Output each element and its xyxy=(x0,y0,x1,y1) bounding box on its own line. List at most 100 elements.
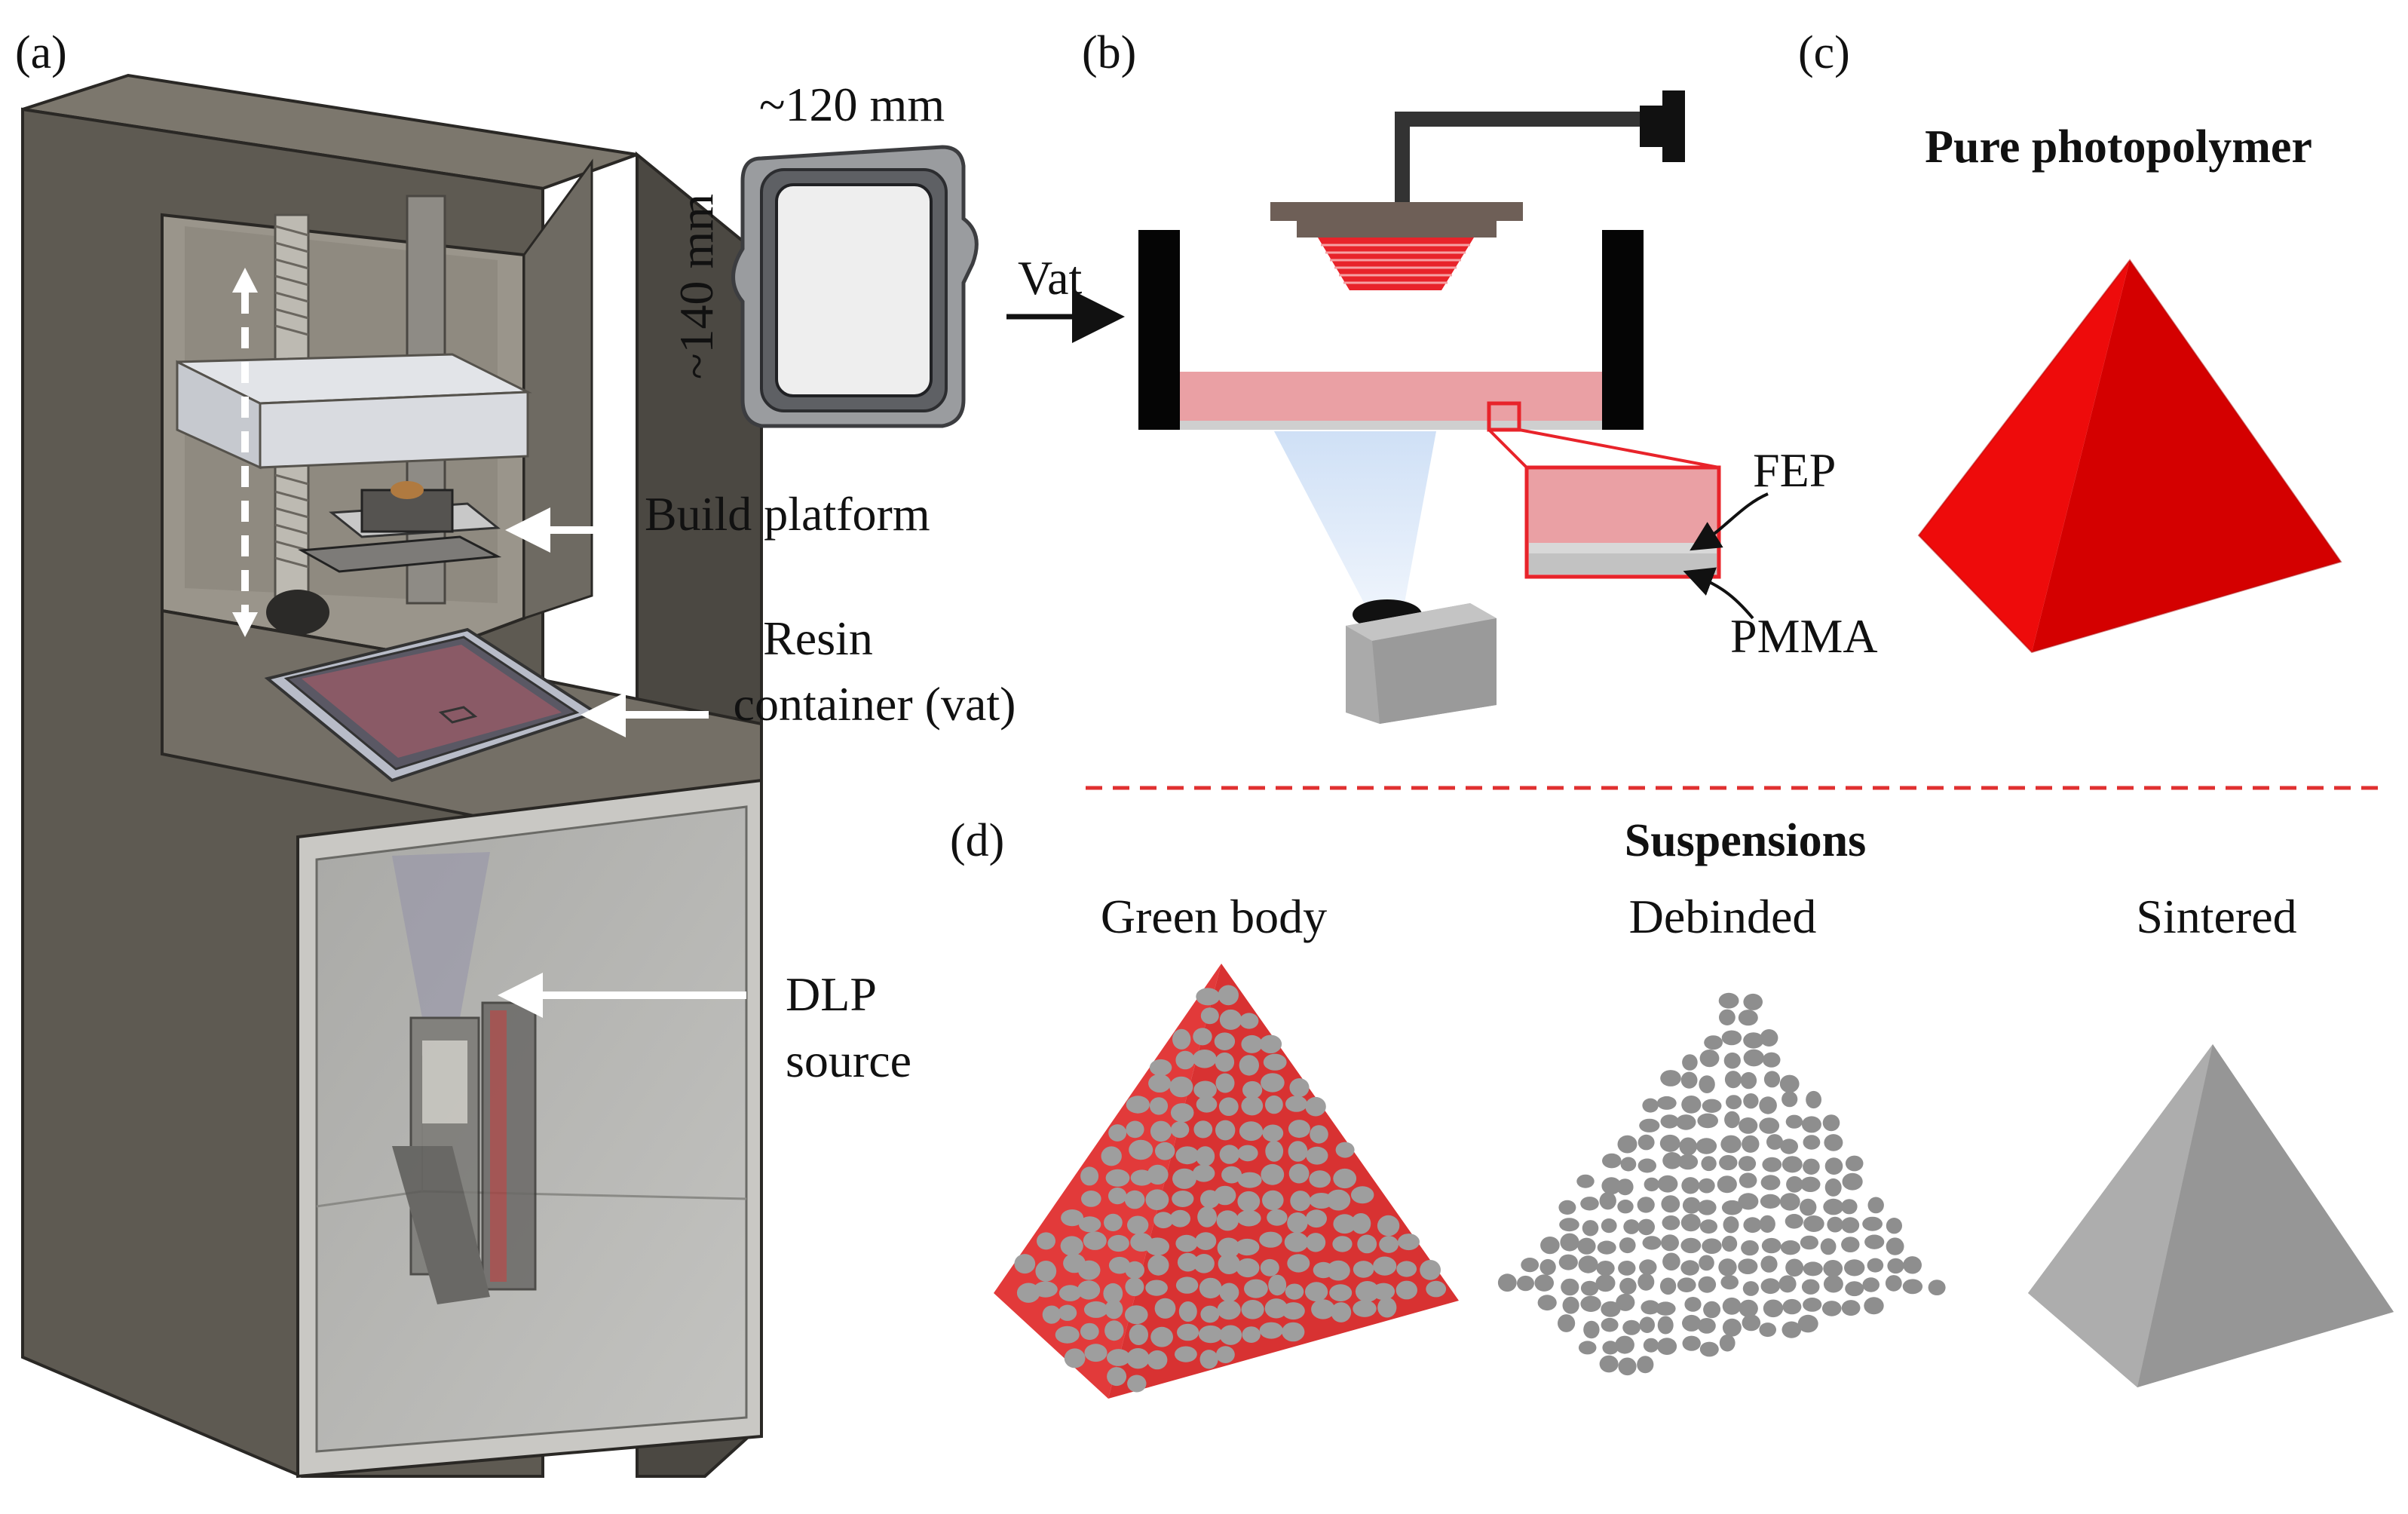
projector-body xyxy=(1346,603,1497,724)
particle xyxy=(1680,1071,1698,1089)
particle xyxy=(1559,1218,1579,1232)
particle xyxy=(1042,1305,1062,1324)
particle xyxy=(1785,1214,1803,1229)
particle xyxy=(1081,1191,1101,1207)
particle xyxy=(1239,1055,1260,1076)
build-plate xyxy=(1270,202,1523,290)
particle xyxy=(1290,1191,1311,1212)
particle xyxy=(1902,1279,1923,1295)
debinded-label: Debinded xyxy=(1629,890,1817,943)
particle xyxy=(1800,1198,1817,1216)
particle xyxy=(1170,1121,1190,1139)
particle xyxy=(1597,1240,1616,1255)
particle xyxy=(1267,1209,1288,1226)
particle xyxy=(1599,1192,1616,1210)
particle xyxy=(1779,1074,1800,1093)
particle xyxy=(1219,1283,1239,1302)
particle xyxy=(1801,1279,1820,1295)
debinded-pyramid xyxy=(1497,992,1946,1376)
particle xyxy=(1080,1322,1099,1341)
sintered-label: Sintered xyxy=(2136,890,2296,943)
particle xyxy=(1351,1213,1371,1234)
particle xyxy=(1061,1209,1084,1227)
particle xyxy=(1237,1191,1261,1212)
particle xyxy=(1215,1120,1236,1141)
fep-label: FEP xyxy=(1753,443,1836,497)
particle xyxy=(1037,1232,1055,1250)
particle xyxy=(1351,1186,1374,1204)
particle xyxy=(1262,1190,1284,1210)
particle xyxy=(1219,1009,1242,1030)
particle xyxy=(1738,1193,1759,1210)
particle xyxy=(1262,1124,1284,1142)
particle xyxy=(1718,992,1739,1009)
particle xyxy=(1235,1238,1260,1256)
particle xyxy=(1806,1090,1822,1109)
particle xyxy=(1333,1214,1356,1234)
particle xyxy=(1268,1274,1287,1296)
particle xyxy=(1622,1319,1641,1335)
particle xyxy=(1155,1142,1175,1160)
particle xyxy=(1619,1237,1636,1254)
particle xyxy=(1560,1233,1579,1252)
particle xyxy=(1196,1096,1218,1113)
particle xyxy=(1107,1234,1129,1252)
photopolymer-pyramid xyxy=(1917,259,2342,654)
particle xyxy=(1637,1356,1654,1374)
particle xyxy=(1558,1254,1578,1270)
particle xyxy=(1148,1074,1172,1093)
particle xyxy=(1779,1193,1800,1211)
particle xyxy=(1577,1237,1596,1255)
particle xyxy=(1242,1080,1263,1099)
particle xyxy=(1218,985,1239,1006)
particle xyxy=(1153,1212,1174,1229)
particle xyxy=(1701,1156,1717,1172)
particle xyxy=(1780,1139,1799,1154)
particle xyxy=(1561,1278,1579,1296)
particle xyxy=(1497,1273,1517,1292)
particle xyxy=(1033,1281,1058,1298)
particle xyxy=(1124,1190,1145,1209)
particle xyxy=(1562,1296,1579,1314)
particle xyxy=(1377,1215,1400,1237)
particle xyxy=(1763,1071,1781,1088)
particle xyxy=(1420,1260,1441,1280)
particle xyxy=(1844,1259,1865,1276)
particle xyxy=(1842,1172,1863,1191)
particle xyxy=(1064,1348,1086,1368)
particle xyxy=(1215,1073,1235,1093)
particle xyxy=(1582,1220,1599,1237)
particle xyxy=(1738,1010,1758,1026)
particle xyxy=(1261,1073,1285,1093)
particle xyxy=(1147,1164,1169,1185)
resin-container-label-line2: container (vat) xyxy=(734,677,1016,731)
particle xyxy=(1759,1117,1780,1134)
particle xyxy=(1763,1299,1784,1318)
particle xyxy=(1702,1099,1722,1114)
particle xyxy=(1602,1341,1619,1355)
particle xyxy=(1718,1258,1737,1276)
particle xyxy=(1696,1138,1717,1154)
particle xyxy=(1657,1316,1674,1335)
particle xyxy=(1720,1135,1742,1154)
vat-wall-right xyxy=(1602,230,1644,430)
particle xyxy=(1639,1118,1660,1132)
particle xyxy=(1306,1233,1326,1252)
particle xyxy=(1353,1261,1374,1278)
particle xyxy=(1101,1146,1122,1166)
particle xyxy=(1169,1076,1193,1098)
particle xyxy=(1127,1375,1147,1393)
particle xyxy=(1822,1114,1840,1132)
particle xyxy=(1616,1178,1634,1196)
particle xyxy=(1743,1093,1759,1109)
particle xyxy=(1145,1237,1169,1256)
particle xyxy=(1739,1299,1758,1317)
particle xyxy=(1521,1258,1539,1273)
particle xyxy=(1659,1277,1677,1295)
particle xyxy=(1241,1096,1264,1116)
particle xyxy=(1539,1258,1556,1276)
particle xyxy=(1778,1275,1797,1293)
particle xyxy=(1107,1349,1131,1366)
particle xyxy=(1150,1326,1173,1347)
particle xyxy=(1845,1155,1864,1172)
